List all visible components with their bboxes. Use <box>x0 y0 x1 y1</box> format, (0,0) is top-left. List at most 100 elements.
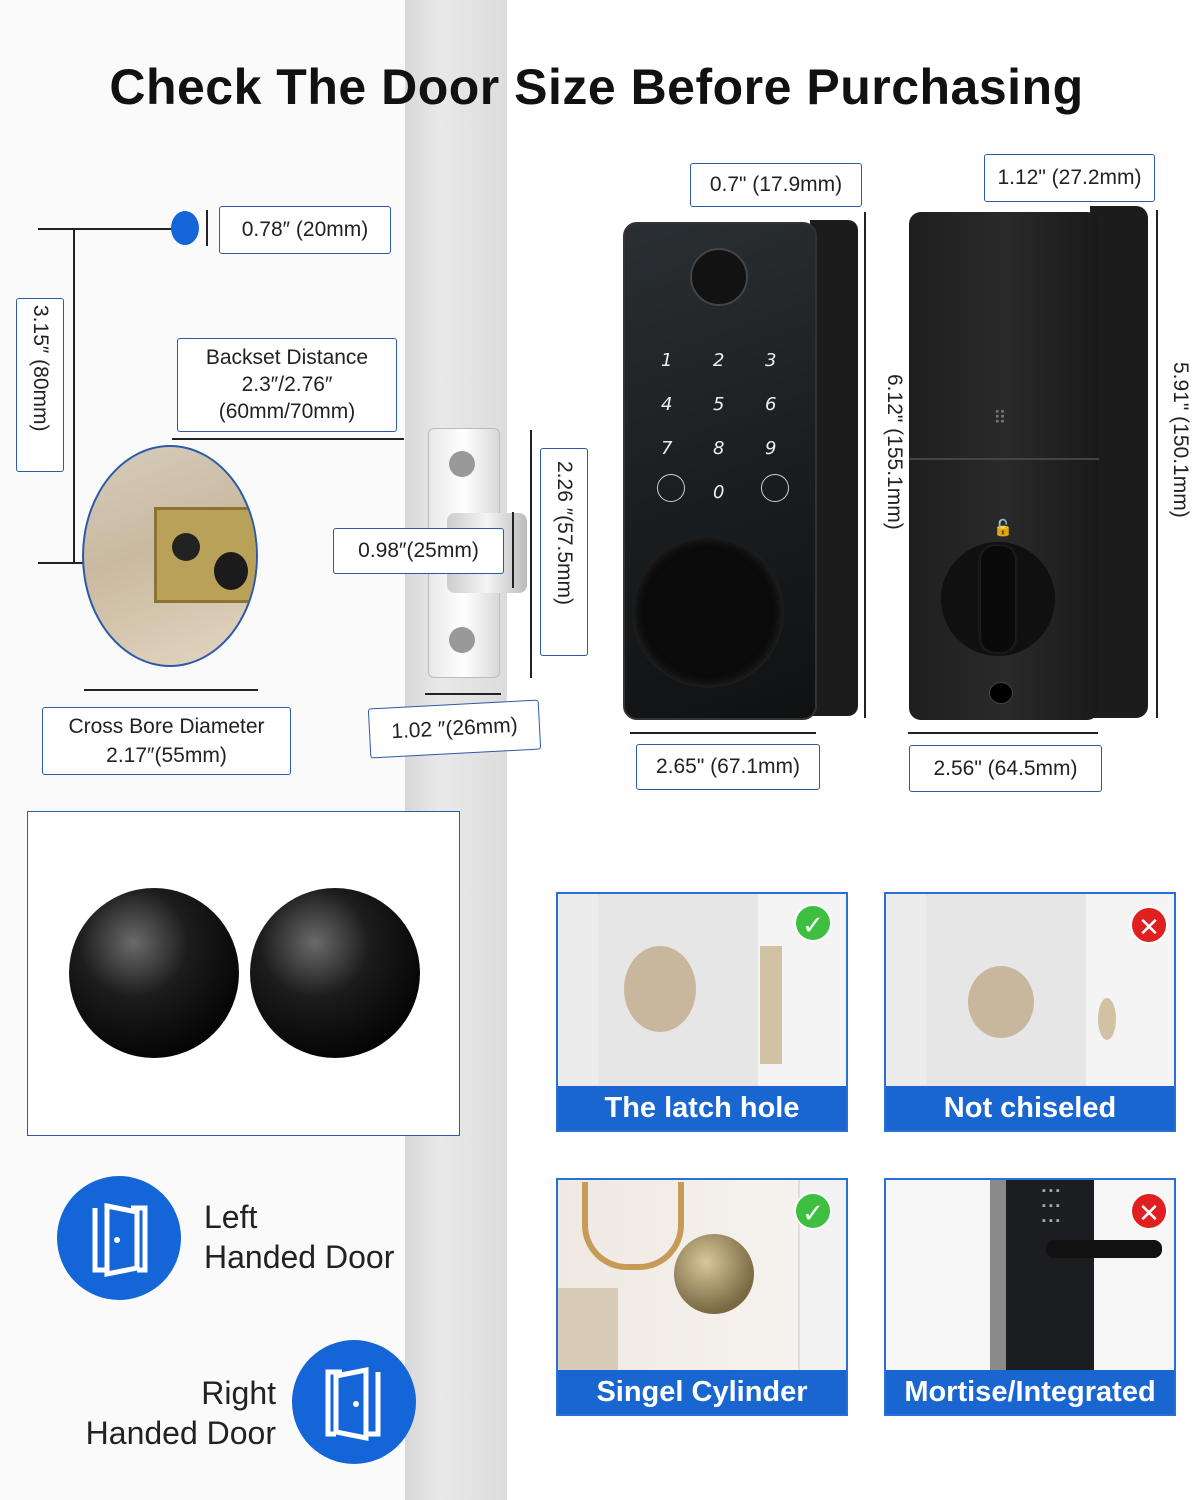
door-icon <box>325 1366 381 1442</box>
lever-handle <box>1046 1240 1162 1258</box>
dim-back-depth: 1.12" (27.2mm) <box>984 154 1155 202</box>
mortise-lock-body <box>1002 1180 1094 1374</box>
back-lock-side <box>1090 206 1148 718</box>
backset-title: Backset Distance <box>205 346 369 369</box>
cylinder-knob <box>674 1234 754 1314</box>
mortise-faceplate <box>990 1180 1006 1374</box>
chiseled-mortise <box>760 946 782 1064</box>
doorbell-button-icon <box>761 474 789 502</box>
door-check-single-cylinder: ✓ Singel Cylinder <box>556 1178 848 1416</box>
keypad-key-2[interactable]: 2 <box>713 350 725 371</box>
keypad-key-9[interactable]: 9 <box>765 438 777 459</box>
caption: Singel Cylinder <box>558 1370 846 1414</box>
dim-latch-plate-height: 2.26 ″(57.5mm) <box>553 461 576 605</box>
dim-line <box>172 438 404 440</box>
dim-hole-small: 0.78″ (20mm) <box>219 206 391 254</box>
left-handed-line2: Handed Door <box>204 1239 395 1275</box>
keypad-key-6[interactable]: 6 <box>765 394 777 415</box>
keypad-key-8[interactable]: 8 <box>713 438 725 459</box>
dim-backset: Backset Distance 2.3″/2.76″ (60mm/70mm) <box>177 338 397 432</box>
front-lock-panel: 1 2 3 4 5 6 7 8 9 0 <box>623 222 817 720</box>
dim-hole-height: 3.15″ (80mm) <box>29 305 52 432</box>
speaker-grille-icon: ⠿ <box>993 408 1009 428</box>
cross-bore-hole <box>624 946 696 1032</box>
backset-mm: (60mm/70mm) <box>218 400 356 423</box>
knob <box>632 536 784 688</box>
dim-line <box>73 228 75 563</box>
caption: The latch hole <box>558 1086 846 1130</box>
dim-back-width: 2.56" (64.5mm) <box>909 745 1102 792</box>
thumb-turn-icon <box>214 552 248 590</box>
dim-line <box>530 430 532 678</box>
dim-line <box>864 212 866 718</box>
right-handed-line1: Right <box>201 1375 276 1411</box>
door-check-latch-hole: ✓ The latch hole <box>556 892 848 1132</box>
back-lock-panel: ⠿ 🔓 <box>909 212 1099 720</box>
keypad-key-3[interactable]: 3 <box>765 350 777 371</box>
door-check-not-chiseled: ✕ Not chiseled <box>884 892 1176 1132</box>
dim-hole-height-box: 3.15″ (80mm) <box>16 298 64 472</box>
dim-latch-bolt: 0.98″(25mm) <box>333 528 504 574</box>
cross-icon: ✕ <box>1130 1192 1168 1230</box>
dim-line <box>206 210 208 246</box>
backset-value: 2.3″/2.76″ <box>241 373 333 396</box>
keypad-key-1[interactable]: 1 <box>661 350 673 371</box>
latch-screw-icon <box>172 533 200 561</box>
left-knob <box>69 888 239 1058</box>
small-hole-icon <box>171 211 199 245</box>
fingerprint-sensor-icon <box>690 248 748 306</box>
dim-latch-plate-height-box: 2.26 ″(57.5mm) <box>540 448 588 656</box>
check-icon: ✓ <box>794 1192 832 1230</box>
keypad-key-0[interactable]: 0 <box>713 482 725 503</box>
front-lock-side <box>810 220 858 716</box>
screw-hole-icon <box>449 451 475 477</box>
dim-line <box>1156 210 1158 718</box>
panel-seam <box>909 458 1099 460</box>
dim-latch-plate-width: 1.02 ″(26mm) <box>367 699 542 759</box>
door-icon <box>92 1202 148 1278</box>
keypad-key-5[interactable]: 5 <box>713 394 725 415</box>
left-handed-label: Left Handed Door <box>204 1197 394 1277</box>
knob-panel <box>27 811 460 1136</box>
dim-line <box>908 732 1098 734</box>
right-handed-door-icon <box>292 1340 416 1464</box>
right-handed-line2: Handed Door <box>85 1415 276 1451</box>
thumb-turn <box>941 542 1055 656</box>
dim-front-depth: 0.7" (17.9mm) <box>690 163 862 207</box>
left-handed-line1: Left <box>204 1199 258 1235</box>
keypad-mini: ▪ ▪ ▪▪ ▪ ▪▪ ▪ ▪ <box>1042 1185 1060 1227</box>
check-icon: ✓ <box>794 904 832 942</box>
left-handed-door-icon <box>57 1176 181 1300</box>
cross-bore-hole <box>968 966 1034 1038</box>
unlock-icon: 🔓 <box>993 520 1013 537</box>
cross-bore-value: 2.17″(55mm) <box>106 744 227 767</box>
dim-cross-bore: Cross Bore Diameter 2.17″(55mm) <box>42 707 291 775</box>
dim-line <box>425 693 501 695</box>
caption: Mortise/Integrated <box>886 1370 1174 1414</box>
door-check-mortise: ▪ ▪ ▪▪ ▪ ▪▪ ▪ ▪ ✕ Mortise/Integrated <box>884 1178 1176 1416</box>
lock-button-icon <box>657 474 685 502</box>
mirror <box>582 1182 684 1270</box>
page-title: Check The Door Size Before Purchasing <box>109 59 1084 115</box>
dim-front-height: 6.12" (155.1mm) <box>883 374 906 530</box>
unchiseled-hole <box>1098 998 1116 1040</box>
keypad-key-7[interactable]: 7 <box>661 438 673 459</box>
dim-line <box>630 732 816 734</box>
cross-bore-photo <box>82 445 258 667</box>
sideboard <box>558 1288 618 1374</box>
battery-cover-hole-icon <box>989 682 1013 704</box>
dim-front-width: 2.65" (67.1mm) <box>636 744 820 790</box>
cross-icon: ✕ <box>1130 906 1168 944</box>
thumb-turn-handle <box>981 546 1015 652</box>
right-knob <box>250 888 420 1058</box>
latch-housing <box>154 507 256 603</box>
caption: Not chiseled <box>886 1086 1174 1130</box>
cross-bore-title: Cross Bore Diameter <box>68 715 265 738</box>
keypad-key-4[interactable]: 4 <box>661 394 673 415</box>
right-handed-label: Right Handed Door <box>52 1373 276 1453</box>
dim-line <box>512 512 514 588</box>
dim-line <box>38 228 178 230</box>
dim-back-height: 5.91" (150.1mm) <box>1169 362 1192 518</box>
screw-hole-icon <box>449 627 475 653</box>
dim-line <box>84 689 258 691</box>
